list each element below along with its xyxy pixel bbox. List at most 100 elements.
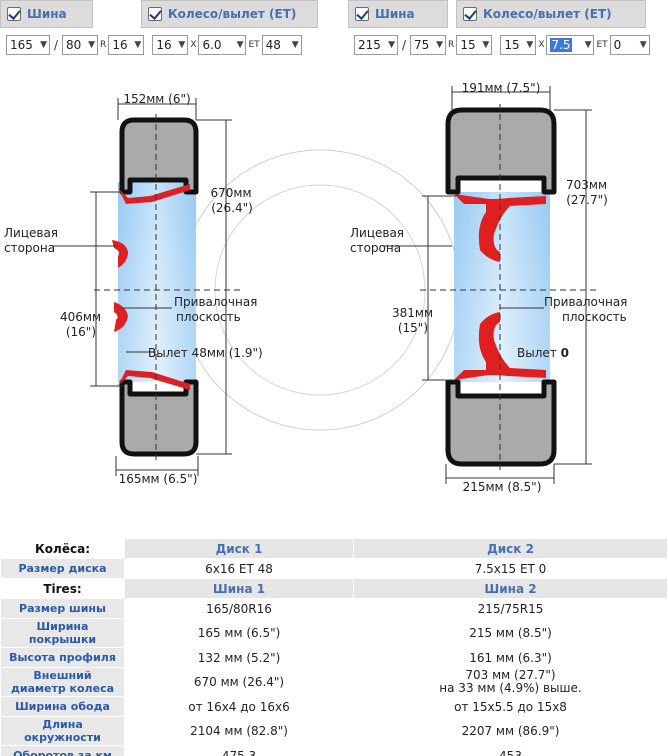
row-value-2-line1: 703 мм (27.7") [465, 668, 556, 682]
offset-label-text-2: Вылет [517, 346, 557, 360]
select-value: 15 [460, 38, 476, 52]
outer-dia-mm-label-1: 670мм [210, 186, 252, 200]
face-label-2a: Лицевая [350, 226, 405, 240]
top-width-label-1: 152мм (6") [123, 92, 191, 106]
et-select-1[interactable]: 48▼ [261, 35, 302, 55]
et-select-2[interactable]: 0▼ [609, 35, 650, 55]
row-value-2: 453 [353, 745, 668, 756]
mount-label-1a: Привалочная [174, 295, 258, 309]
et-label: ET [596, 40, 608, 50]
chevron-down-icon: ▼ [236, 40, 244, 50]
chevron-down-icon: ▼ [88, 40, 96, 50]
x-label: X [190, 40, 197, 50]
rim-1-shade [118, 182, 196, 382]
rim-diameter-select-1[interactable]: 16▼ [152, 35, 189, 55]
rim-width-select-1[interactable]: 6.0▼ [198, 35, 247, 55]
select-value: 16 [112, 38, 128, 52]
rim-diameter-select-2[interactable]: 15 ▼ [500, 35, 537, 55]
results-table: Колёса: Диск 1 Диск 2 Размер диска 6x16 … [0, 538, 668, 756]
tire-profile-select-1[interactable]: 80 ▼ [62, 35, 99, 55]
tab-wheel-2[interactable]: Колесо/вылет (ET) [456, 0, 646, 28]
bottom-width-label-2: 215мм (8.5") [462, 480, 542, 494]
select-value: 15 [504, 38, 520, 52]
row-value-1: 2104 мм (82.8") [123, 716, 355, 746]
chevron-down-icon: ▼ [482, 40, 490, 50]
row-label: Оборотов за км [0, 745, 125, 756]
face-label-1a: Лицевая [4, 226, 59, 240]
row-label: Размер шины [0, 598, 125, 619]
tab-wheel-label-2: Колесо/вылет (ET) [483, 7, 612, 21]
row-value-2: 2207 мм (86.9") [353, 716, 668, 746]
tire-1-bottom [119, 379, 199, 457]
r-label: R [448, 40, 455, 50]
tire-checkbox-1[interactable] [7, 7, 21, 21]
row-label: Ширина покрышки [0, 618, 125, 648]
table-row: Внешний диаметр колеса 670 мм (26.4") 70… [0, 667, 668, 697]
outer-dia-in-label-2: (27.7") [566, 193, 608, 207]
row-value-2: 215 мм (8.5") [353, 618, 668, 648]
row-value-2-line2: на 33 мм (4.9%) выше. [439, 681, 582, 695]
tire-2-bottom [445, 379, 557, 467]
outer-dia-mm-label-2: 703мм [566, 178, 608, 192]
chevron-down-icon: ▼ [526, 40, 534, 50]
wheel-1 [52, 98, 240, 476]
table-row: Размер шины 165/80R16 215/75R15 [0, 598, 668, 619]
tab-bar-1: Шина Колесо/вылет (ET) [0, 0, 318, 30]
wheel-2 [384, 86, 600, 484]
rim-dia-mm-label-1: 406мм [60, 310, 102, 324]
mount-label-1b: плоскость [176, 310, 241, 324]
tire-width-select-1[interactable]: 165▼ [6, 35, 50, 55]
table-row: Длина окружности 2104 мм (82.8") 2207 мм… [0, 716, 668, 746]
tab-wheel-label-1: Колесо/вылет (ET) [167, 7, 297, 21]
tire-diameter-select-1[interactable]: 16 ▼ [108, 35, 145, 55]
select-value: 0 [613, 38, 622, 52]
row-label: Размер диска [0, 558, 125, 579]
tire-checkbox-2[interactable] [355, 7, 369, 21]
x-label: X [538, 40, 545, 50]
rim-width-select-2[interactable]: 7.5▼ [546, 35, 595, 55]
row-value-2: 703 мм (27.7") на 33 мм (4.9%) выше. [353, 667, 668, 697]
tires-header: Tires: [0, 578, 125, 599]
tab-tire-1[interactable]: Шина [0, 0, 93, 28]
rim-1-spoke-a [112, 240, 128, 268]
tab-tire-label-2: Шина [375, 7, 415, 21]
row-value-1: от 16x4 до 16x6 [123, 696, 355, 717]
row-value-2: 215/75R15 [353, 598, 668, 619]
select-value: 165 [10, 38, 33, 52]
tab-tire-2[interactable]: Шина [348, 0, 448, 28]
row-value-1: 475.3 [123, 745, 355, 756]
tire-1-top [119, 117, 199, 195]
wheel-diagram: 152мм (6") 670мм (26.4") Лицевая сторона… [0, 80, 668, 500]
wheel-diagram-svg [52, 86, 600, 484]
chevron-down-icon: ▼ [134, 40, 142, 50]
offset-value-2: 0 [560, 346, 569, 360]
table-row: Оборотов за км 475.3 453 [0, 745, 668, 756]
rim-1-top-flange [118, 184, 190, 204]
table-row: Ширина покрышки 165 мм (6.5") 215 мм (8.… [0, 618, 668, 648]
wheel-checkbox-1[interactable] [147, 7, 162, 21]
offset-label-1: Вылет 48мм (1.9") [148, 346, 263, 360]
tire-profile-select-2[interactable]: 75 ▼ [410, 35, 447, 55]
row-label: Ширина обода [0, 696, 125, 717]
wheels-header-row: Колёса: Диск 1 Диск 2 [0, 538, 668, 559]
wheels-header: Колёса: [0, 538, 125, 559]
tire1-header: Шина 1 [123, 578, 355, 599]
table-row: Размер диска 6x16 ET 48 7.5x15 ET 0 [0, 558, 668, 579]
rim-2-shade [454, 192, 550, 382]
row-value-1: 132 мм (5.2") [123, 647, 355, 668]
wheel-checkbox-2[interactable] [463, 7, 477, 21]
chevron-down-icon: ▼ [436, 40, 444, 50]
select-value: 80 [66, 38, 82, 52]
tire-2-top [445, 107, 557, 195]
tire-diameter-select-2[interactable]: 15 ▼ [456, 35, 493, 55]
tire-width-select-2[interactable]: 215▼ [354, 35, 398, 55]
row-value-2: от 15x5.5 до 15x8 [353, 696, 668, 717]
row-value-2: 7.5x15 ET 0 [353, 558, 668, 579]
rim-1-spoke-b [114, 302, 128, 332]
tab-wheel-1[interactable]: Колесо/вылет (ET) [140, 0, 318, 28]
separator: / [54, 38, 59, 52]
row-value-2: 161 мм (6.3") [353, 647, 668, 668]
disk2-header: Диск 2 [353, 538, 668, 559]
select-value: 75 [414, 38, 430, 52]
row-value-1: 165 мм (6.5") [123, 618, 355, 648]
